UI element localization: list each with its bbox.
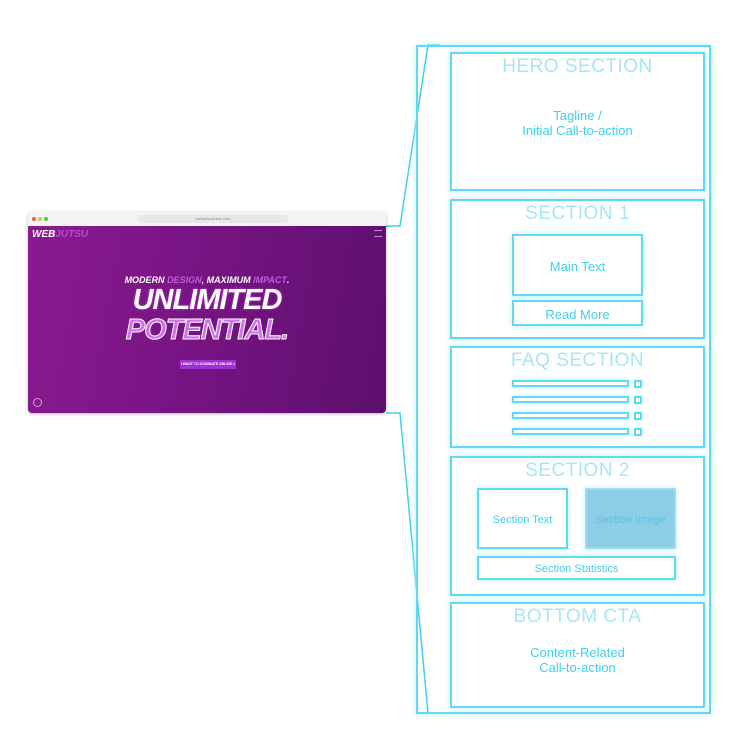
- bottom-cta-text-2: Call-to-action: [539, 660, 616, 675]
- hero-text-2: Initial Call-to-action: [522, 123, 633, 138]
- wire-section-1: SECTION 1: [450, 199, 705, 339]
- wireframe-panel: [416, 45, 711, 714]
- browser-window: webjutsustudio.com WEBJUTSU MODERN DESIG…: [28, 212, 386, 413]
- headline-1: UNLIMITED: [132, 284, 283, 316]
- hero-tagline: MODERN DESIGN, MAXIMUM IMPACT.: [124, 275, 290, 285]
- faq-item-toggle: [634, 428, 642, 436]
- read-more-label: Read More: [545, 307, 610, 322]
- main-text-box: Main Text: [512, 234, 643, 296]
- faq-section-title: FAQ SECTION: [510, 350, 645, 371]
- faq-item-bar: [512, 428, 629, 435]
- section-statistics-label: Section Statistics: [534, 563, 619, 575]
- headline-2: POTENTIAL.: [125, 314, 289, 347]
- menu-icon[interactable]: [374, 230, 382, 237]
- address-bar[interactable]: webjutsustudio.com: [138, 215, 288, 223]
- wire-hero-section: HERO SECTION Tagline / Initial Call-to-a…: [450, 52, 705, 191]
- section-statistics-box: Section Statistics: [477, 556, 676, 580]
- faq-item-toggle: [634, 412, 642, 420]
- maximize-dot-icon[interactable]: [44, 217, 48, 221]
- section-2-title: SECTION 2: [525, 460, 630, 481]
- section-image-box: Section Image: [585, 488, 676, 549]
- main-text-label: Main Text: [549, 259, 606, 274]
- section-text-label: Section Text: [492, 514, 553, 526]
- faq-item-bar: [512, 396, 629, 403]
- bottom-cta-text-1: Content-Related: [530, 645, 625, 660]
- minimize-dot-icon[interactable]: [38, 217, 42, 221]
- accessibility-icon[interactable]: [33, 398, 42, 407]
- read-more-box: Read More: [512, 300, 643, 326]
- section-text-box: Section Text: [477, 488, 568, 549]
- hero-section-title: HERO SECTION: [502, 56, 653, 77]
- section-image-label: Section Image: [595, 514, 666, 526]
- section-1-title: SECTION 1: [525, 203, 630, 224]
- dominate-online-button[interactable]: I WANT TO DOMINATE ONLINE >: [180, 360, 236, 369]
- hero-text-1: Tagline /: [553, 108, 602, 123]
- close-dot-icon[interactable]: [32, 217, 36, 221]
- browser-toolbar: webjutsustudio.com: [28, 212, 386, 227]
- faq-item-bar: [512, 412, 629, 419]
- wire-section-2: SECTION 2: [450, 456, 705, 596]
- wire-faq-section: FAQ SECTION: [450, 346, 705, 448]
- faq-item-toggle: [634, 396, 642, 404]
- faq-item-toggle: [634, 380, 642, 388]
- wire-bottom-cta: BOTTOM CTA Content-Related Call-to-actio…: [450, 602, 705, 708]
- site-logo[interactable]: WEBJUTSU: [32, 229, 89, 240]
- faq-item-bar: [512, 380, 629, 387]
- website-hero: WEBJUTSU MODERN DESIGN, MAXIMUM IMPACT. …: [28, 226, 386, 413]
- bottom-cta-title: BOTTOM CTA: [513, 606, 642, 627]
